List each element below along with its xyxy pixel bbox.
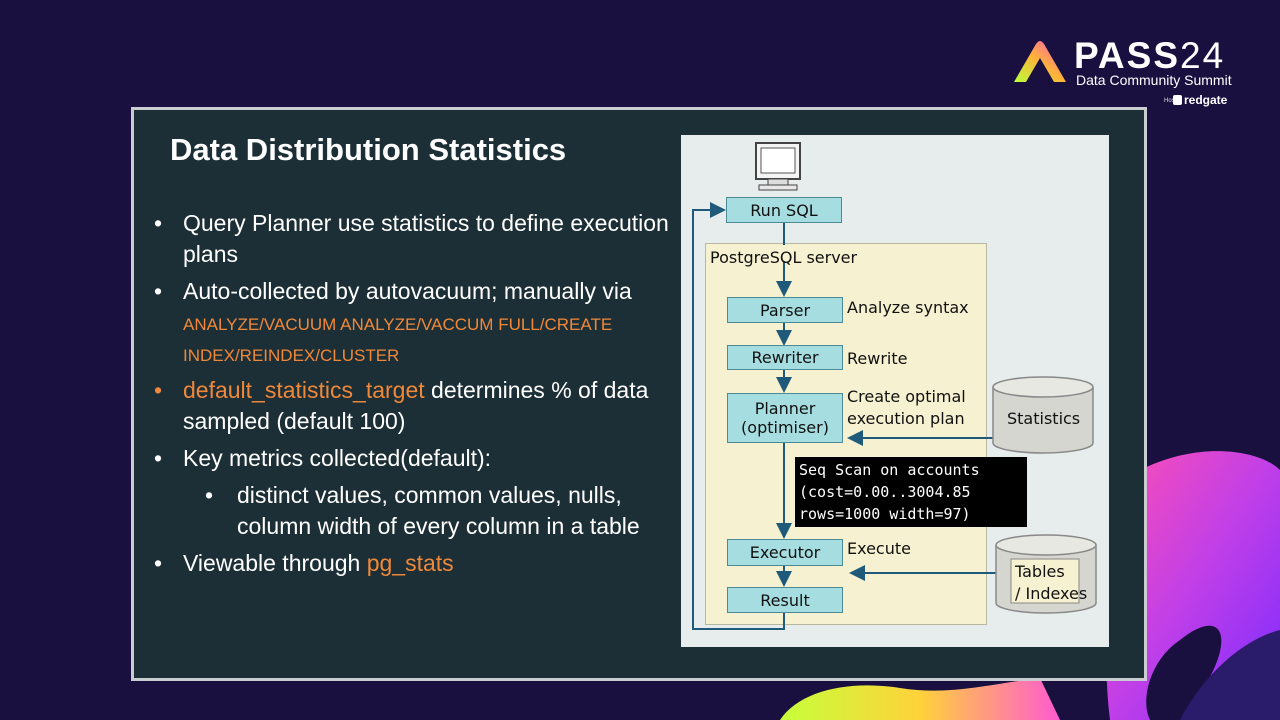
host-name: redgate — [1184, 93, 1228, 107]
slide-panel: Data Distribution Statistics • Query Pla… — [131, 107, 1147, 681]
sql-commands-text: ANALYZE/VACUUM ANALYZE/VACCUM FULL/CREAT… — [183, 315, 613, 365]
statistics-label: Statistics — [1007, 409, 1081, 428]
bullet-dot-icon: • — [154, 377, 163, 403]
redgate-icon — [1173, 95, 1182, 105]
run-sql-box: Run SQL — [726, 197, 842, 223]
brand-name: PASS24 — [1074, 35, 1226, 76]
bullet-dot-icon: • — [154, 210, 163, 236]
bullet-list: • Query Planner use statistics to define… — [154, 208, 684, 585]
slide-title: Data Distribution Statistics — [170, 132, 567, 167]
parser-box: Parser — [727, 297, 843, 323]
server-label: PostgreSQL server — [710, 248, 858, 267]
pass-logo-icon — [1014, 41, 1066, 82]
planner-box: Planner (optimiser) — [727, 393, 843, 443]
bullet-item: • Query Planner use statistics to define… — [154, 210, 669, 267]
bullet-dot-icon: • — [154, 550, 163, 576]
parser-desc: Analyze syntax — [847, 298, 969, 317]
tables-label: Tables / Indexes — [1015, 562, 1088, 603]
rewriter-box: Rewriter — [727, 345, 843, 370]
bullet-item: • Auto-collected by autovacuum; manually… — [154, 278, 632, 365]
host-label: Host — [1164, 98, 1177, 104]
bullet-dot-icon: • — [205, 482, 214, 508]
diagram-connectors — [692, 142, 1097, 630]
tables-indexes-cylinder — [995, 534, 1097, 614]
pass-summit-logo: PASS24 Data Community Summit Host redgat… — [1010, 36, 1250, 112]
bullet-dot-icon: • — [154, 445, 163, 471]
query-flow-diagram: Run SQL PostgreSQL server Parser Analyze… — [681, 135, 1109, 647]
brand-subtitle: Data Community Summit — [1076, 72, 1232, 88]
pg-stats-text: pg_stats — [366, 550, 454, 576]
executor-box: Executor — [727, 539, 843, 566]
statistics-cylinder — [992, 376, 1094, 454]
bullet-item: • Viewable through pg_stats — [154, 548, 684, 579]
bullet-dot-icon: • — [154, 278, 163, 304]
rewriter-desc: Rewrite — [847, 349, 908, 368]
bullet-item: • default_statistics_target determines %… — [154, 377, 649, 434]
executor-desc: Execute — [847, 539, 911, 558]
planner-desc: Create optimal execution plan — [847, 387, 966, 428]
bullet-item: • Key metrics collected(default): — [154, 443, 684, 474]
query-plan-output: Seq Scan on accounts (cost=0.00..3004.85… — [795, 457, 1027, 527]
result-box: Result — [727, 587, 843, 613]
setting-name-text: default_statistics_target — [183, 377, 425, 403]
sub-bullet-item: • distinct values, common values, nulls,… — [205, 482, 640, 539]
